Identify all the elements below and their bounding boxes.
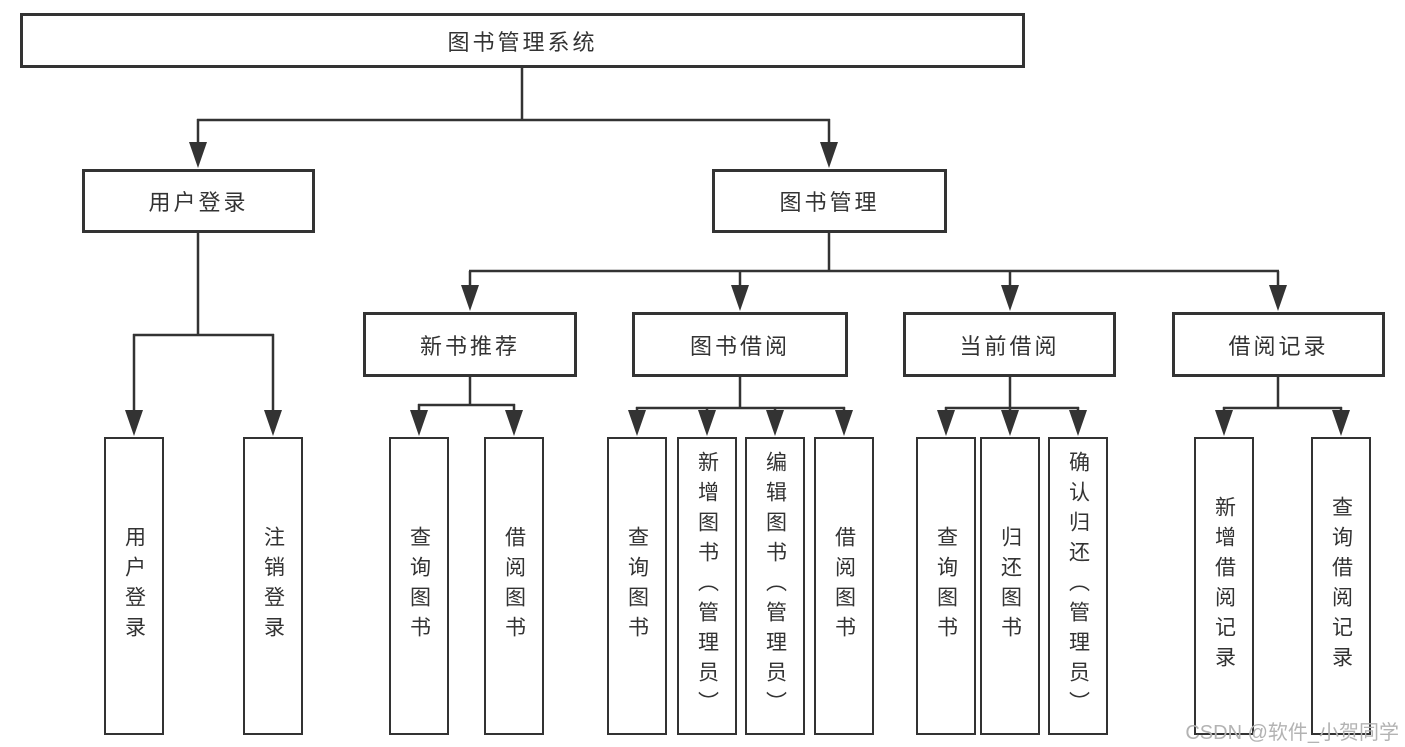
node-label: 查询图书 (625, 526, 649, 646)
node-label: 查询图书 (407, 526, 431, 646)
node-label: 用户登录 (122, 526, 146, 646)
node-label: 新书推荐 (419, 333, 520, 359)
node-borrow-books-action: 借阅图书 (814, 437, 874, 735)
node-user-login: 用户登录 (82, 169, 315, 233)
node-label: 借阅图书 (502, 526, 526, 646)
node-book-management: 图书管理 (712, 169, 947, 233)
node-confirm-return-admin: 确认归还（管理员） (1048, 437, 1108, 735)
node-edit-book-admin: 编辑图书（管理员） (745, 437, 805, 735)
node-label: 归还图书 (998, 526, 1022, 646)
node-label: 借阅图书 (832, 526, 856, 646)
node-label: 图书借阅 (689, 333, 790, 359)
node-borrow-records: 借阅记录 (1172, 312, 1385, 377)
node-label: 新增图书（管理员） (695, 451, 719, 721)
node-current-borrow: 当前借阅 (903, 312, 1116, 377)
node-new-book-recommend: 新书推荐 (363, 312, 577, 377)
node-borrow-books-recommend: 借阅图书 (484, 437, 544, 735)
node-query-borrow-record: 查询借阅记录 (1311, 437, 1371, 735)
node-query-books-recommend: 查询图书 (389, 437, 449, 735)
node-query-books-current: 查询图书 (916, 437, 976, 735)
arrowheads (125, 142, 1350, 436)
node-label: 查询借阅记录 (1329, 496, 1353, 676)
node-label: 确认归还（管理员） (1066, 451, 1090, 721)
node-label: 借阅记录 (1228, 333, 1329, 359)
node-user-login-action: 用户登录 (104, 437, 164, 735)
node-logout-action: 注销登录 (243, 437, 303, 735)
node-add-book-admin: 新增图书（管理员） (677, 437, 737, 735)
node-label: 当前借阅 (959, 333, 1060, 359)
node-add-borrow-record: 新增借阅记录 (1194, 437, 1254, 735)
node-label: 编辑图书（管理员） (763, 451, 787, 721)
node-book-borrow: 图书借阅 (632, 312, 848, 377)
node-library-system: 图书管理系统 (20, 13, 1025, 68)
node-label: 图书管理系统 (447, 29, 598, 55)
node-query-books-borrow: 查询图书 (607, 437, 667, 735)
node-label: 图书管理 (779, 190, 880, 215)
node-label: 查询图书 (934, 526, 958, 646)
node-label: 用户登录 (148, 190, 249, 215)
watermark-text: CSDN @软件_小贺同学 (1185, 722, 1399, 744)
node-return-book: 归还图书 (980, 437, 1040, 735)
node-label: 注销登录 (261, 526, 285, 646)
node-label: 新增借阅记录 (1212, 496, 1236, 676)
